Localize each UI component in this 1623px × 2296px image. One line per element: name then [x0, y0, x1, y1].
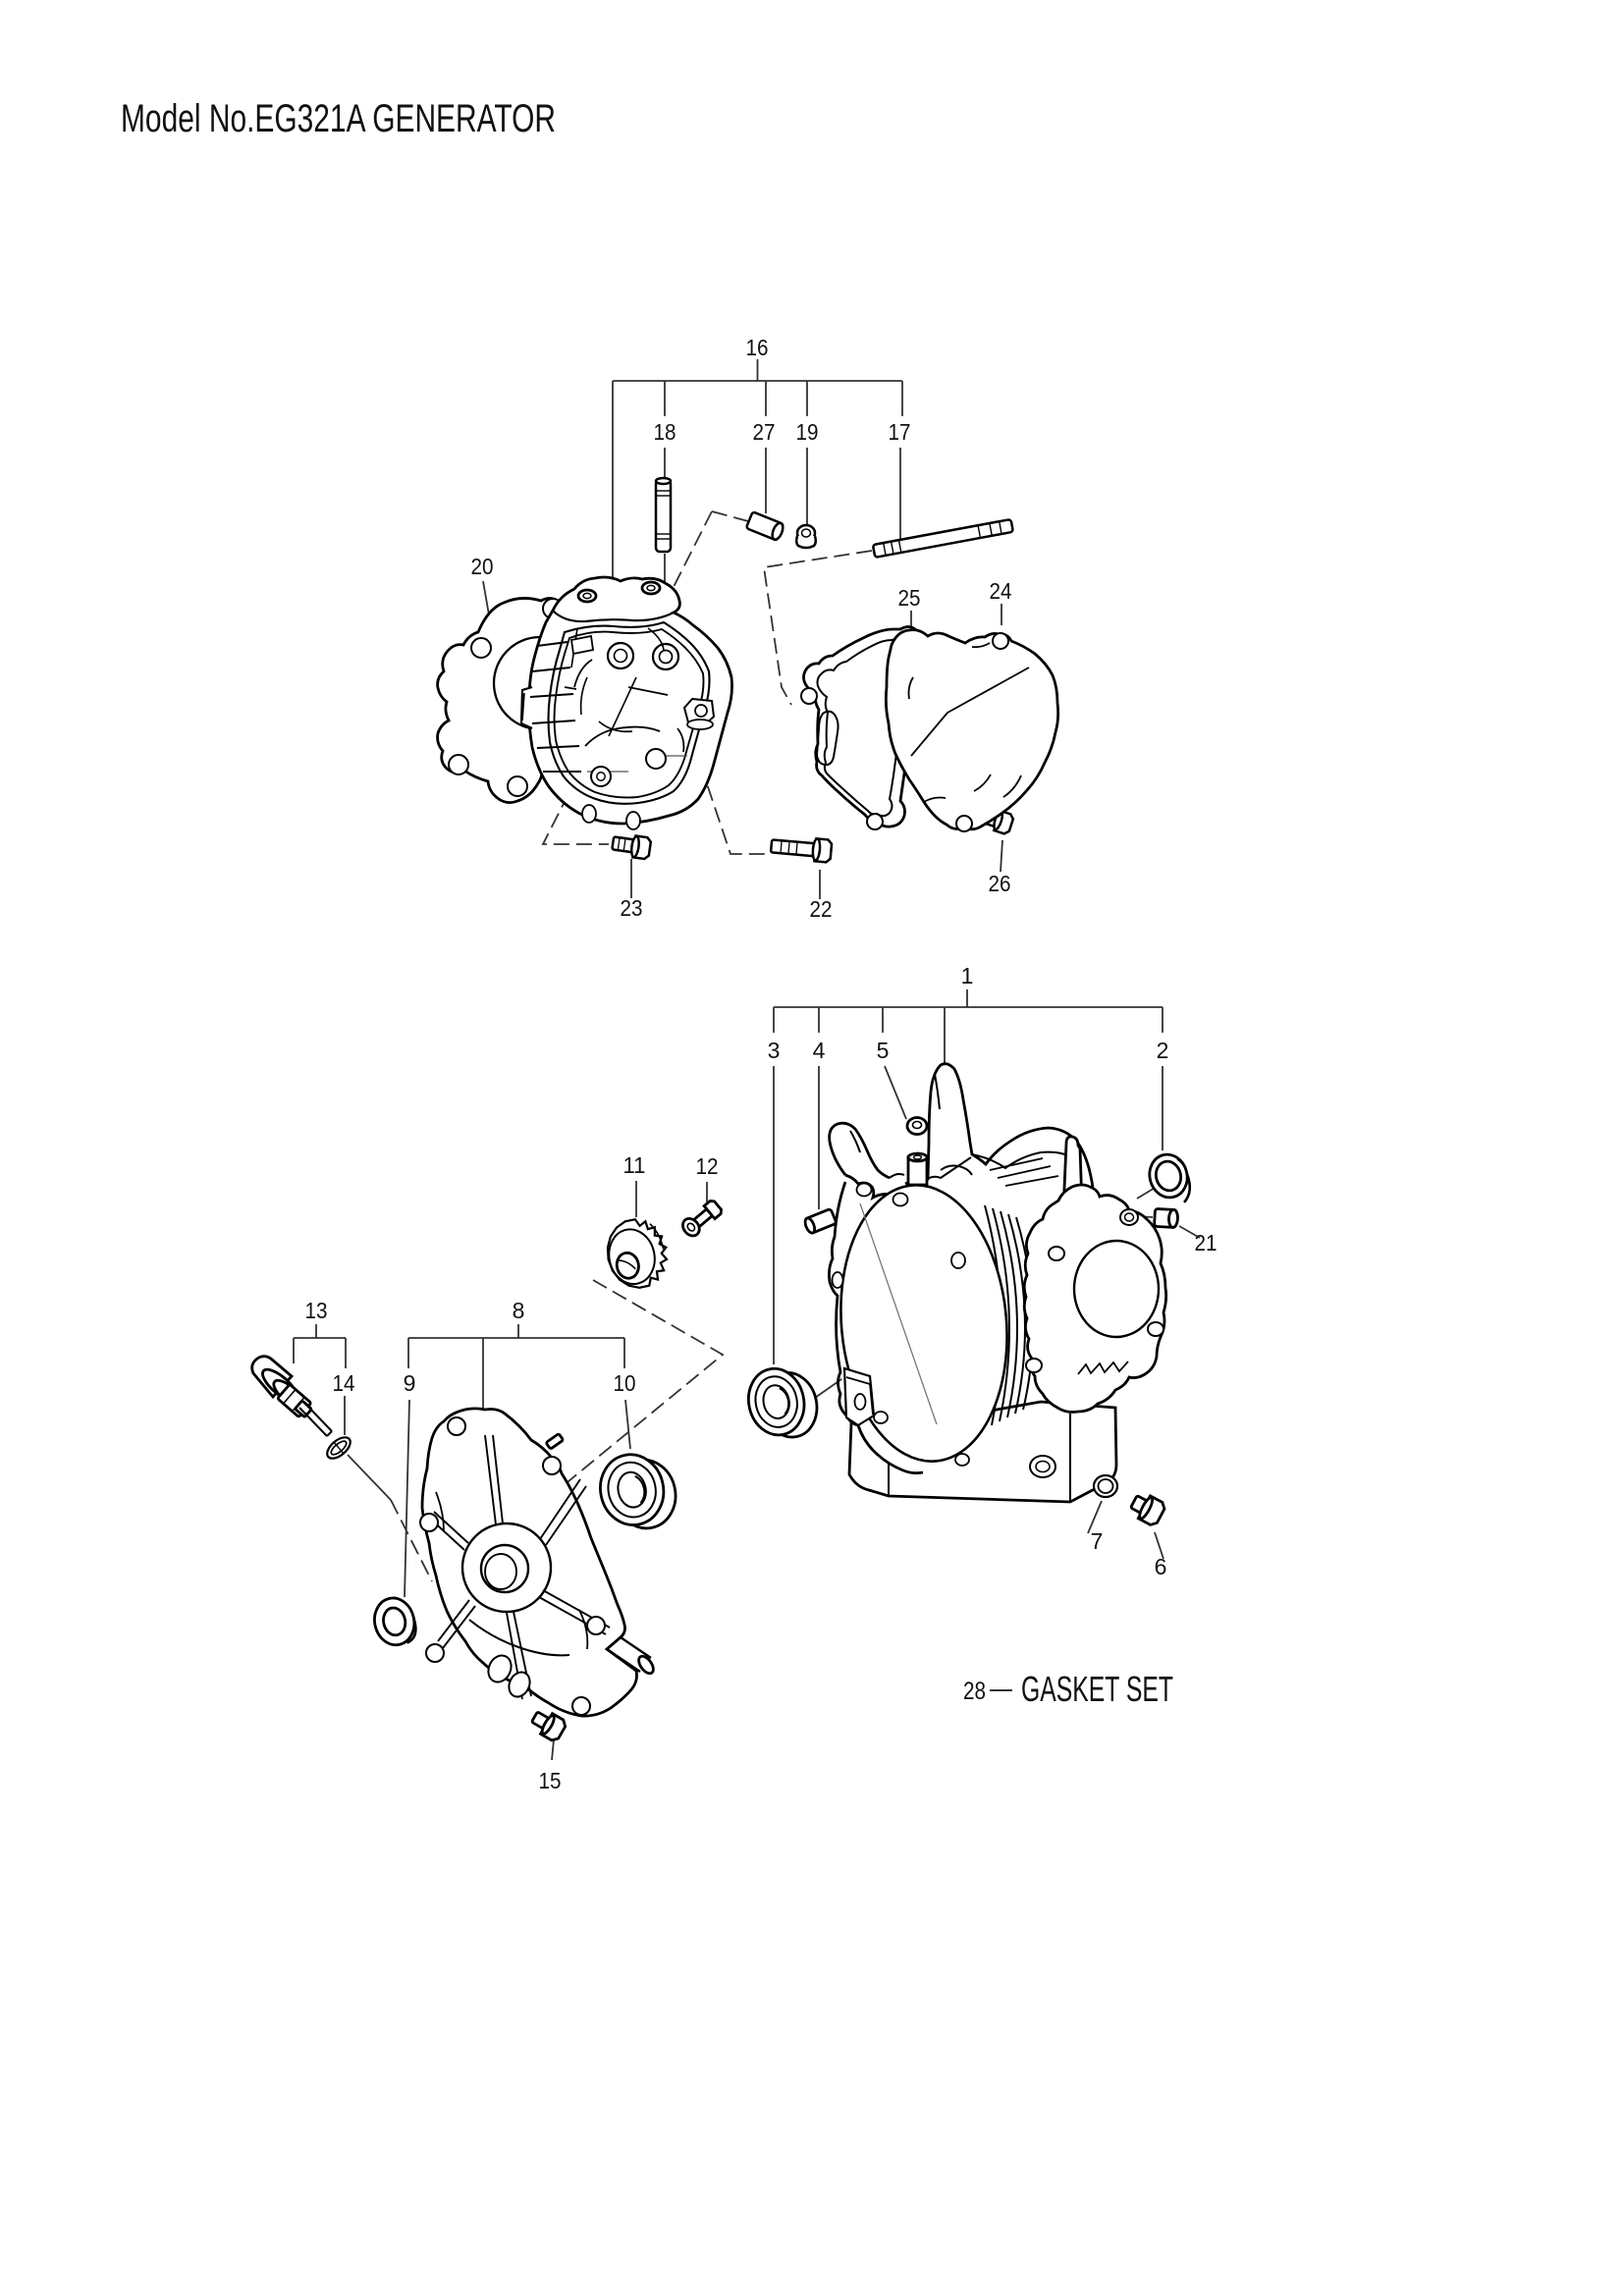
- svg-text:22: 22: [810, 896, 833, 922]
- svg-text:6: 6: [1155, 1554, 1167, 1579]
- svg-text:3: 3: [768, 1038, 781, 1063]
- svg-text:2: 2: [1157, 1038, 1169, 1063]
- svg-text:25: 25: [898, 585, 921, 611]
- svg-text:24: 24: [990, 578, 1012, 604]
- svg-text:8: 8: [513, 1298, 525, 1323]
- svg-text:18: 18: [654, 419, 676, 445]
- svg-text:1: 1: [961, 963, 974, 988]
- svg-text:4: 4: [813, 1038, 826, 1063]
- svg-text:7: 7: [1091, 1528, 1104, 1554]
- svg-text:5: 5: [877, 1038, 890, 1063]
- svg-text:27: 27: [753, 419, 776, 445]
- svg-text:13: 13: [305, 1298, 328, 1323]
- svg-text:14: 14: [333, 1370, 355, 1396]
- svg-text:9: 9: [404, 1370, 416, 1396]
- svg-text:GASKET SET: GASKET SET: [1021, 1669, 1173, 1709]
- svg-text:16: 16: [746, 335, 769, 360]
- svg-text:20: 20: [471, 554, 494, 579]
- svg-text:11: 11: [623, 1152, 646, 1178]
- svg-text:28: 28: [963, 1678, 986, 1705]
- svg-text:23: 23: [621, 895, 643, 921]
- svg-text:17: 17: [889, 419, 911, 445]
- svg-text:12: 12: [696, 1153, 719, 1179]
- svg-text:10: 10: [614, 1370, 636, 1396]
- svg-text:21: 21: [1195, 1230, 1217, 1255]
- svg-text:Model No.EG321A GENERATOR: Model No.EG321A GENERATOR: [121, 97, 556, 140]
- svg-text:19: 19: [796, 419, 819, 445]
- svg-text:26: 26: [989, 871, 1011, 896]
- svg-text:15: 15: [539, 1768, 562, 1793]
